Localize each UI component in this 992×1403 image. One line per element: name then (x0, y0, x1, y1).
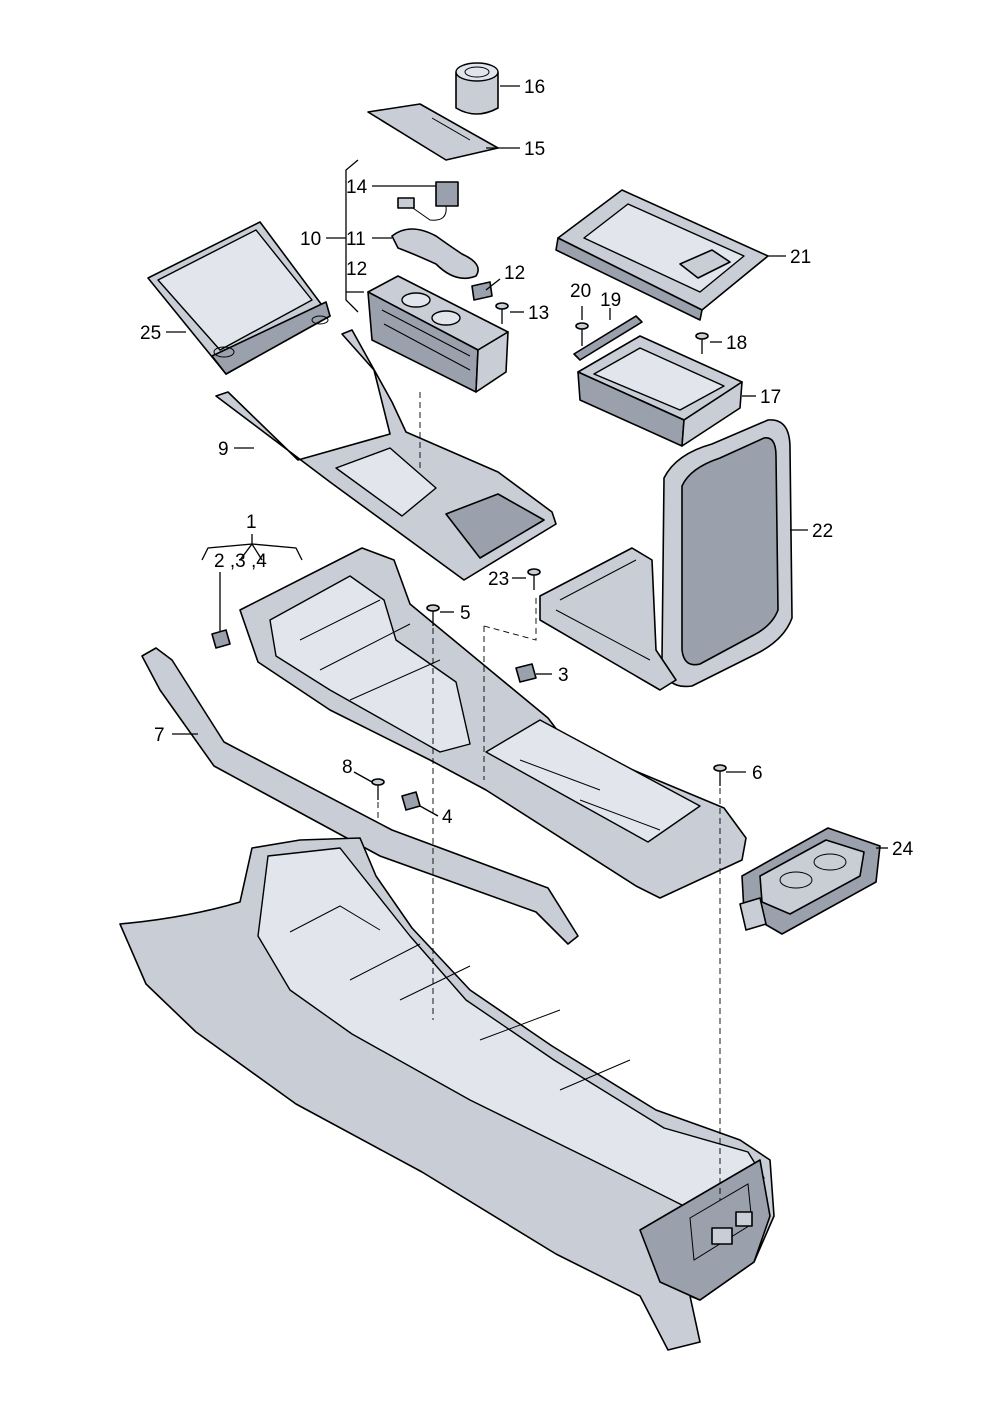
label-9: 9 (218, 439, 229, 460)
part-25-front-trim-panel (147, 221, 331, 375)
label-6: 6 (752, 763, 763, 784)
part-11-cupholder-mat (391, 228, 479, 280)
label-17: 17 (760, 387, 781, 408)
label-3: 3 (558, 665, 569, 686)
part-9-center-trim (215, 329, 557, 581)
label-23: 23 (488, 569, 509, 590)
part-24-rear-vent (739, 827, 881, 935)
label-19: 19 (600, 290, 621, 311)
part-14-usb-socket (397, 181, 459, 221)
label-22: 22 (812, 521, 833, 542)
part-20-screw (575, 322, 589, 346)
label-5: 5 (460, 603, 471, 624)
label-14: 14 (346, 177, 368, 198)
part-5-screw (426, 604, 440, 626)
part-labels: 16 15 14 10 11 12 12 13 21 20 19 18 17 2… (140, 77, 914, 860)
label-25: 25 (140, 323, 161, 344)
label-13: 13 (528, 303, 549, 324)
label-12-upper: 12 (346, 259, 367, 280)
part-12-clip (471, 281, 493, 301)
label-15: 15 (524, 139, 545, 160)
label-10: 10 (300, 229, 321, 250)
label-8: 8 (342, 757, 353, 778)
part-8-screw (371, 778, 385, 800)
label-18: 18 (726, 333, 747, 354)
part-3-clip (515, 663, 537, 683)
label-12-clip: 12 (504, 263, 525, 284)
part-17-storage-bin (577, 335, 743, 447)
label-24: 24 (892, 839, 914, 860)
part-18-screw (695, 332, 709, 354)
part-19-hinge-strip (573, 315, 643, 361)
part-22-armrest-lid (661, 419, 793, 688)
part-13-screw (495, 302, 509, 324)
part-23-screw (527, 568, 541, 590)
part-16-cup-insert (455, 62, 499, 115)
armrest-base-frame (539, 547, 677, 691)
label-20: 20 (570, 281, 591, 302)
leader-lines (166, 85, 888, 849)
part-6-screw (713, 764, 727, 786)
label-4: 4 (442, 807, 453, 828)
center-console-body (119, 837, 775, 1351)
part-1-carrier-frame (239, 547, 747, 899)
label-1: 1 (246, 512, 257, 533)
part-2-clip (211, 629, 231, 649)
label-16: 16 (524, 77, 545, 98)
part-7-side-trim (141, 647, 579, 945)
label-7: 7 (154, 725, 165, 746)
part-4-clip (401, 791, 421, 811)
part-12-cupholder-housing (367, 275, 509, 393)
label-2-3-4: 2 ,3 ,4 (214, 551, 267, 572)
label-21: 21 (790, 247, 811, 268)
part-21-top-tray (555, 189, 769, 321)
label-11: 11 (346, 229, 366, 250)
alignment-lines (377, 392, 721, 1200)
